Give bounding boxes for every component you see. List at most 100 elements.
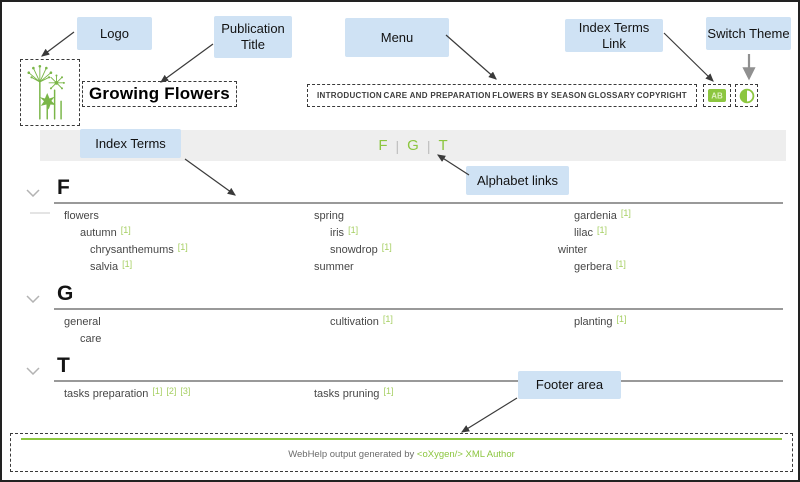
index-term: gerbera (574, 261, 612, 273)
index-term: tasks pruning (314, 388, 380, 400)
index-entry: autumn[1] (64, 225, 314, 242)
index-term: care (80, 333, 102, 345)
section-letter-heading: T (57, 354, 70, 377)
index-term: spring (314, 210, 344, 222)
index-entry: salvia[1] (64, 259, 314, 276)
alphabet-link-t[interactable]: T (438, 137, 448, 154)
book-icon: AB (708, 89, 726, 102)
logo[interactable] (20, 59, 80, 126)
index-ref-link[interactable]: [3] (180, 386, 191, 396)
index-term: salvia (90, 261, 119, 273)
footer: WebHelp output generated by <oXygen/> XM… (10, 433, 793, 472)
index-ref-link[interactable]: [1] (382, 314, 393, 324)
menu-item-glossary[interactable]: GLOSSARY (588, 91, 636, 100)
flower-logo-icon (27, 64, 65, 120)
separator: | (395, 137, 400, 154)
index-ref-link[interactable]: [1] (616, 314, 627, 324)
index-ref-link[interactable]: [1] (120, 225, 131, 235)
index-term: winter (558, 244, 588, 256)
index-ref-link[interactable]: [1] (348, 225, 359, 235)
footer-text: WebHelp output generated by <oXygen/> XM… (11, 449, 792, 460)
oxygen-brand-link[interactable]: <oXygen/> XML Author (416, 449, 515, 460)
index-column: tasks pruning[1] (314, 386, 558, 403)
index-term: gardenia (574, 210, 617, 222)
callout-footer-area: Footer area (518, 371, 621, 399)
callout-logo: Logo (77, 17, 152, 50)
menu-item-care-and-preparation[interactable]: CARE AND PREPARATION (383, 91, 491, 100)
index-ref-link[interactable]: [1] (383, 386, 394, 396)
index-terms-link-button[interactable]: AB (703, 84, 731, 107)
index-column: general care (64, 314, 314, 348)
section-divider (54, 202, 783, 204)
index-entry: planting[1] (558, 314, 783, 331)
index-entries: tasks preparation[1][2][3]tasks pruning[… (2, 382, 798, 403)
chevron-down-icon[interactable] (26, 290, 40, 308)
alphabet-link-f[interactable]: F (378, 137, 388, 154)
footer-divider (21, 438, 782, 440)
index-entry: gardenia[1] (558, 208, 783, 225)
index-column: planting[1] (558, 314, 783, 348)
callout-index-terms-link: Index Terms Link (565, 19, 663, 52)
index-entry: general (64, 314, 314, 331)
index-ref-link[interactable]: [1] (177, 242, 188, 252)
index-term: iris (330, 227, 345, 239)
collapsed-marker (30, 212, 50, 214)
section-letter-heading: F (57, 176, 70, 199)
index-entry: iris[1] (314, 225, 558, 242)
index-ref-link[interactable]: [1] (381, 242, 392, 252)
menu-item-introduction[interactable]: INTRODUCTION (317, 91, 382, 100)
index-term: summer (314, 261, 354, 273)
callout-switch-theme: Switch Theme (706, 17, 791, 50)
half-circle-icon (739, 88, 754, 103)
index-entry: lilac[1] (558, 225, 783, 242)
index-entry: snowdrop[1] (314, 242, 558, 259)
section-letter-heading: G (57, 282, 74, 305)
switch-theme-button[interactable] (735, 84, 758, 107)
menu-item-flowers-by-season[interactable]: FLOWERS BY SEASON (492, 91, 587, 100)
footer-prefix: WebHelp output generated by (288, 449, 417, 460)
index-term: general (64, 316, 101, 328)
index-entry: summer (314, 259, 558, 276)
callout-index-terms: Index Terms (80, 129, 181, 158)
index-entry: chrysanthemums[1] (64, 242, 314, 259)
svg-text:AB: AB (711, 92, 723, 101)
callout-alphabet-links: Alphabet links (466, 166, 569, 195)
alphabet-link-g[interactable]: G (407, 137, 419, 154)
index-term: lilac (574, 227, 593, 239)
index-term: chrysanthemums (90, 244, 174, 256)
callout-menu: Menu (345, 18, 449, 57)
menu-item-copyright[interactable]: COPYRIGHT (636, 91, 687, 100)
index-entry: cultivation[1] (314, 314, 558, 331)
index-ref-link[interactable]: [1] (620, 208, 631, 218)
index-entry: spring (314, 208, 558, 225)
chevron-down-icon[interactable] (26, 362, 40, 380)
publication-title-box: Growing Flowers (82, 81, 237, 107)
index-entry: winter (558, 242, 783, 259)
index-entry: tasks preparation[1][2][3] (64, 386, 314, 403)
index-term: tasks preparation (64, 388, 149, 400)
index-entry: care (64, 331, 314, 348)
index-ref-link[interactable]: [2] (166, 386, 177, 396)
index-ref-link[interactable]: [1] (152, 386, 163, 396)
chevron-down-icon[interactable] (26, 184, 40, 202)
section-divider (54, 308, 783, 310)
index-term: cultivation (330, 316, 379, 328)
callout-publication-title: Publication Title (214, 16, 292, 58)
publication-title: Growing Flowers (89, 84, 230, 103)
index-entry: gerbera[1] (558, 259, 783, 276)
index-entry: flowers (64, 208, 314, 225)
separator: | (426, 137, 431, 154)
index-term: flowers (64, 210, 99, 222)
index-ref-link[interactable]: [1] (122, 259, 133, 269)
index-entry: tasks pruning[1] (314, 386, 558, 403)
index-ref-link[interactable]: [1] (596, 225, 607, 235)
index-ref-link[interactable]: [1] (615, 259, 626, 269)
